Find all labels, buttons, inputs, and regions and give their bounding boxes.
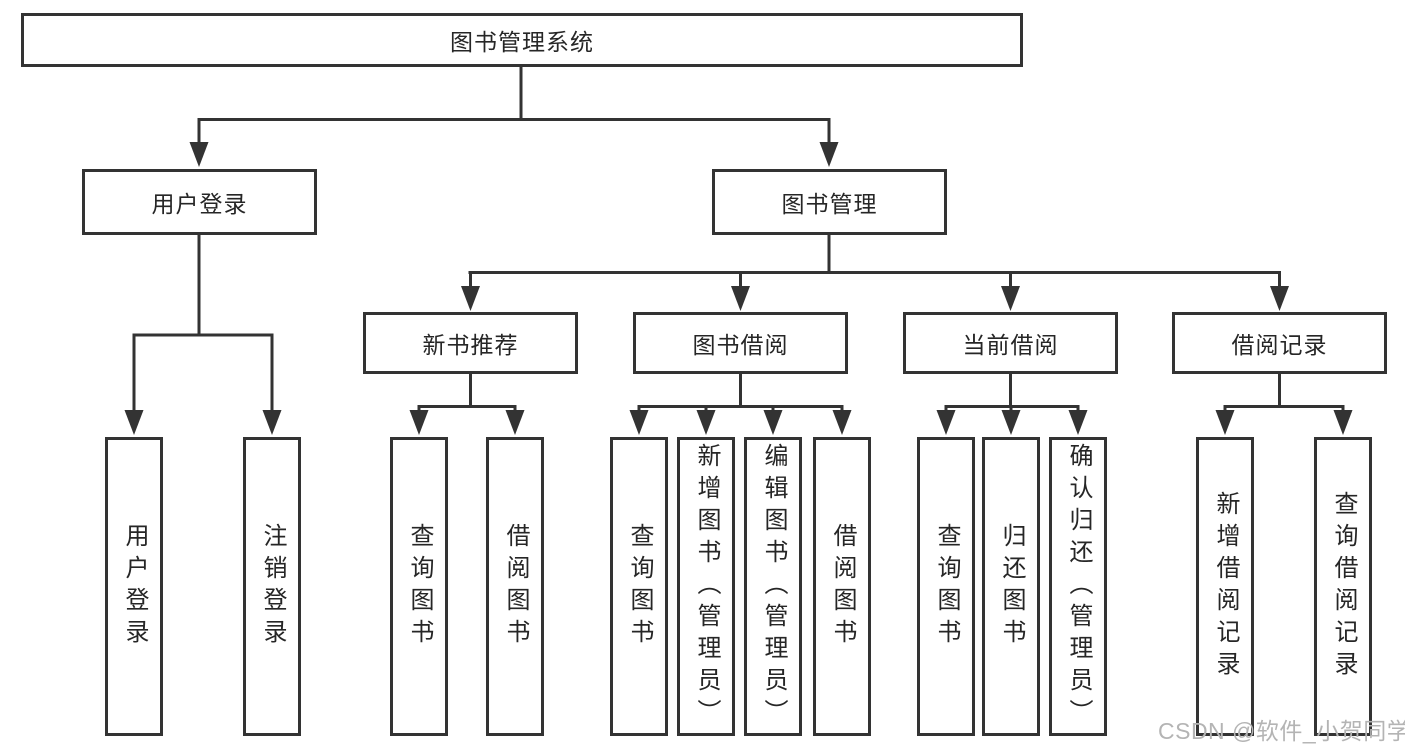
leaf-query-borrow-record-label: 查询借阅记录: [1330, 490, 1357, 683]
node-book-borrowing-label: 图书借阅: [692, 332, 789, 358]
node-user-login: 用户登录: [82, 169, 317, 235]
arrowhead-down-icon: [1333, 410, 1353, 435]
node-book-borrowing: 图书借阅: [633, 312, 848, 374]
leaf-query-books-borrowing: 查询图书: [610, 437, 668, 736]
node-library-management-system-label: 图书管理系统: [450, 29, 594, 55]
node-book-management-label: 图书管理: [781, 191, 878, 217]
node-library-management-system: 图书管理系统: [21, 13, 1023, 67]
node-new-book-recommend: 新书推荐: [363, 312, 578, 374]
arrowhead-down-icon: [731, 286, 750, 311]
arrowhead-down-icon: [189, 142, 209, 167]
arrowhead-down-icon: [936, 410, 956, 435]
leaf-query-books-recommend: 查询图书: [390, 437, 448, 736]
arrowhead-down-icon: [124, 410, 144, 435]
arrowhead-down-icon: [819, 142, 839, 167]
leaf-user-login: 用户登录: [105, 437, 163, 736]
node-current-borrowing-label: 当前借阅: [962, 332, 1059, 358]
leaf-return-books-label: 归还图书: [998, 522, 1025, 651]
arrowhead-down-icon: [1215, 410, 1235, 435]
leaf-edit-book-admin: 编辑图书（管理员）: [744, 437, 802, 736]
arrowhead-down-icon: [409, 410, 429, 435]
leaf-confirm-return-admin-label: 确认归还（管理员）: [1065, 442, 1092, 731]
leaf-query-books-current: 查询图书: [917, 437, 975, 736]
leaf-return-books: 归还图书: [982, 437, 1040, 736]
node-borrow-records: 借阅记录: [1172, 312, 1387, 374]
leaf-query-borrow-record: 查询借阅记录: [1314, 437, 1372, 736]
node-user-login-label: 用户登录: [151, 191, 248, 217]
node-borrow-records-label: 借阅记录: [1231, 332, 1328, 358]
leaf-logout: 注销登录: [243, 437, 301, 736]
arrowhead-down-icon: [1001, 410, 1021, 435]
arrowhead-down-icon: [1270, 286, 1289, 311]
arrowhead-down-icon: [262, 410, 282, 435]
leaf-borrow-books-recommend: 借阅图书: [486, 437, 544, 736]
leaf-user-login-label: 用户登录: [121, 522, 148, 651]
leaf-logout-label: 注销登录: [259, 522, 286, 651]
csdn-watermark: CSDN @软件_小贺同学: [1158, 718, 1405, 744]
arrowhead-down-icon: [1068, 410, 1088, 435]
leaf-query-books-current-label: 查询图书: [933, 522, 960, 651]
node-book-management: 图书管理: [712, 169, 947, 235]
leaf-confirm-return-admin: 确认归还（管理员）: [1049, 437, 1107, 736]
leaf-query-books-recommend-label: 查询图书: [406, 522, 433, 651]
leaf-borrow-books: 借阅图书: [813, 437, 871, 736]
leaf-edit-book-admin-label: 编辑图书（管理员）: [760, 442, 787, 731]
arrowhead-down-icon: [1001, 286, 1020, 311]
node-new-book-recommend-label: 新书推荐: [422, 332, 519, 358]
leaf-borrow-books-recommend-label: 借阅图书: [502, 522, 529, 651]
leaf-query-books-borrowing-label: 查询图书: [626, 522, 653, 651]
leaf-add-borrow-record: 新增借阅记录: [1196, 437, 1254, 736]
arrowhead-down-icon: [763, 410, 783, 435]
arrowhead-down-icon: [629, 410, 649, 435]
leaf-borrow-books-label: 借阅图书: [829, 522, 856, 651]
leaf-add-book-admin: 新增图书（管理员）: [677, 437, 735, 736]
arrowhead-down-icon: [696, 410, 716, 435]
leaf-add-borrow-record-label: 新增借阅记录: [1212, 490, 1239, 683]
node-current-borrowing: 当前借阅: [903, 312, 1118, 374]
arrowhead-down-icon: [832, 410, 852, 435]
arrowhead-down-icon: [461, 286, 480, 311]
arrowhead-down-icon: [505, 410, 525, 435]
leaf-add-book-admin-label: 新增图书（管理员）: [693, 442, 720, 731]
